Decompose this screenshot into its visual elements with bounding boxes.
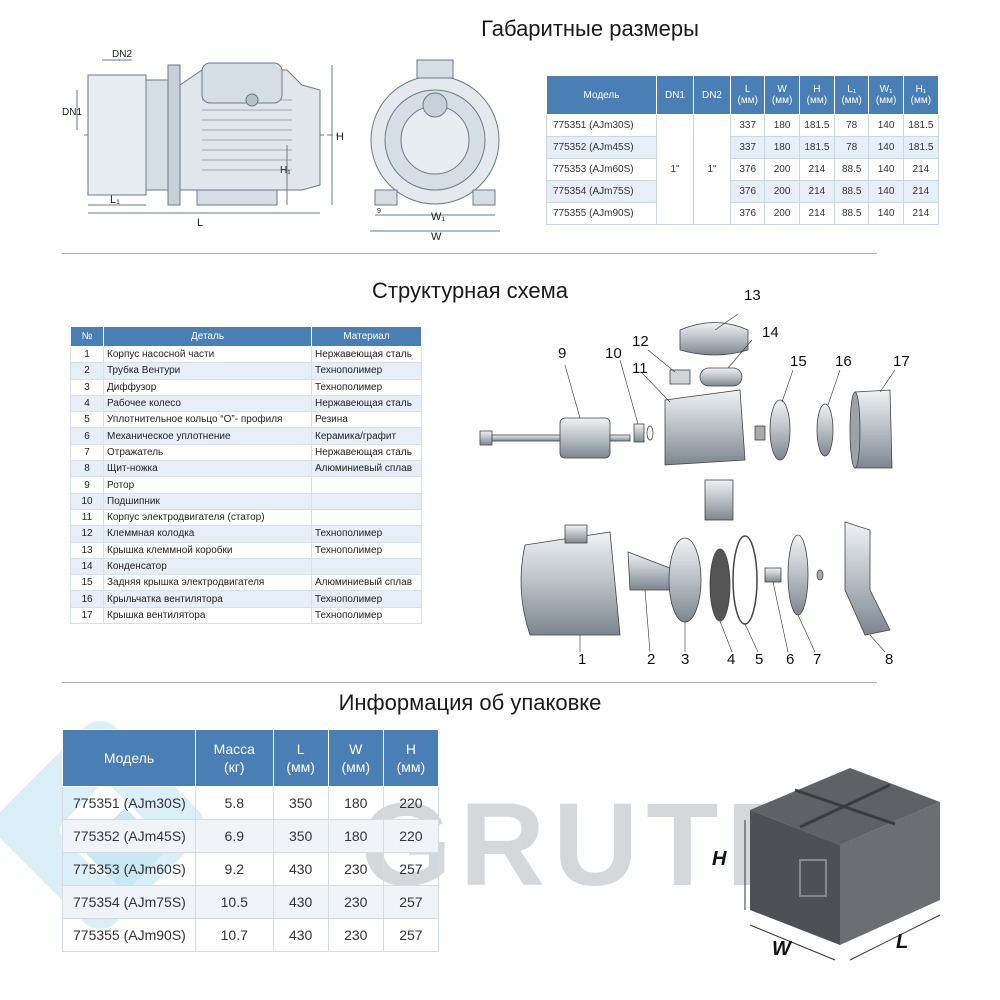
structure-title: Структурная схема <box>372 278 568 303</box>
dim-header-h1: H₁ (мм) <box>902 75 940 115</box>
label-h1: H₁ <box>280 165 291 176</box>
callout-7: 7 <box>813 651 822 668</box>
callout-8: 8 <box>885 651 894 668</box>
divider <box>62 253 877 254</box>
dim-header-l1: L₁ (мм) <box>833 75 870 115</box>
dim-header-h: H (мм) <box>798 75 835 115</box>
callout-3: 3 <box>681 651 690 668</box>
label-dn1: DN1 <box>62 107 82 118</box>
parts-header-num: № <box>70 326 104 347</box>
packaging-title: Информация об упаковке <box>338 690 602 715</box>
callout-1: 1 <box>578 651 587 668</box>
packaging-table: Модель Масса (кг) L (мм) W (мм) H (мм) 7… <box>62 729 440 952</box>
package-box-illustration: H W L <box>712 768 941 961</box>
pack-header-w: W (мм) <box>327 729 384 787</box>
pack-header-mass: Масса (кг) <box>195 729 274 787</box>
callout-11: 11 <box>632 360 648 377</box>
callout-14: 14 <box>762 324 779 341</box>
label-w: W <box>431 231 442 240</box>
table-row: 775355 (AJm90S) 376 200 214 88.5 140 214 <box>546 202 940 225</box>
dn1-value: 1" <box>656 114 694 225</box>
callout-6: 6 <box>786 651 795 668</box>
dim-header-w: W (мм) <box>764 75 800 115</box>
box-label-w: W <box>772 938 793 960</box>
callout-5: 5 <box>755 651 764 668</box>
dn2-value: 1" <box>693 114 731 225</box>
pack-header-l: L (мм) <box>272 729 329 787</box>
dim-header-w1: W₁ (мм) <box>868 75 904 115</box>
pump-side-view-drawing: DN2 DN1 L₁ L H H₁ <box>62 49 344 229</box>
box-label-h: H <box>712 848 727 870</box>
callout-2: 2 <box>647 651 656 668</box>
callout-12: 12 <box>632 333 649 350</box>
callout-10: 10 <box>605 345 622 362</box>
table-row: 775351 (AJm30S) 1" 1" 337 180 181.5 78 1… <box>546 114 940 225</box>
table-row: 775352 (AJm45S) 337 180 181.5 78 140 181… <box>546 136 940 159</box>
label-l: L <box>197 217 203 229</box>
box-label-l: L <box>896 931 908 953</box>
label-small-9: 9 <box>377 208 381 215</box>
callout-9: 9 <box>558 345 567 362</box>
parts-header-part: Деталь <box>103 326 312 347</box>
parts-header-material: Материал <box>311 326 422 347</box>
exploded-view-drawing <box>479 313 896 653</box>
callout-15: 15 <box>790 353 807 370</box>
label-dn2: DN2 <box>112 49 132 60</box>
callout-17: 17 <box>893 353 910 370</box>
label-w1: W₁ <box>431 211 445 223</box>
table-row: 775353 (AJm60S) 376 200 214 88.5 140 214 <box>546 158 940 181</box>
dimensions-table: Модель DN1 DN2 L (мм) W (мм) H (мм) L₁ (… <box>546 75 940 225</box>
dimensions-title: Габаритные размеры <box>481 16 699 41</box>
callout-13: 13 <box>744 287 761 304</box>
label-h: H <box>336 131 344 143</box>
dim-header-dn1: DN1 <box>656 75 694 115</box>
pump-front-view-drawing: 9 W₁ W <box>370 59 500 240</box>
pack-header-h: H (мм) <box>382 729 440 787</box>
dim-header-model: Модель <box>546 75 657 115</box>
divider <box>62 682 877 683</box>
dim-header-dn2: DN2 <box>693 75 731 115</box>
callout-16: 16 <box>835 353 852 370</box>
table-row: 775354 (AJm75S) 376 200 214 88.5 140 214 <box>546 180 940 203</box>
callout-4: 4 <box>727 651 736 668</box>
pack-header-model: Модель <box>62 729 196 787</box>
label-l1: L₁ <box>110 194 120 206</box>
dim-header-l: L (мм) <box>729 75 766 115</box>
